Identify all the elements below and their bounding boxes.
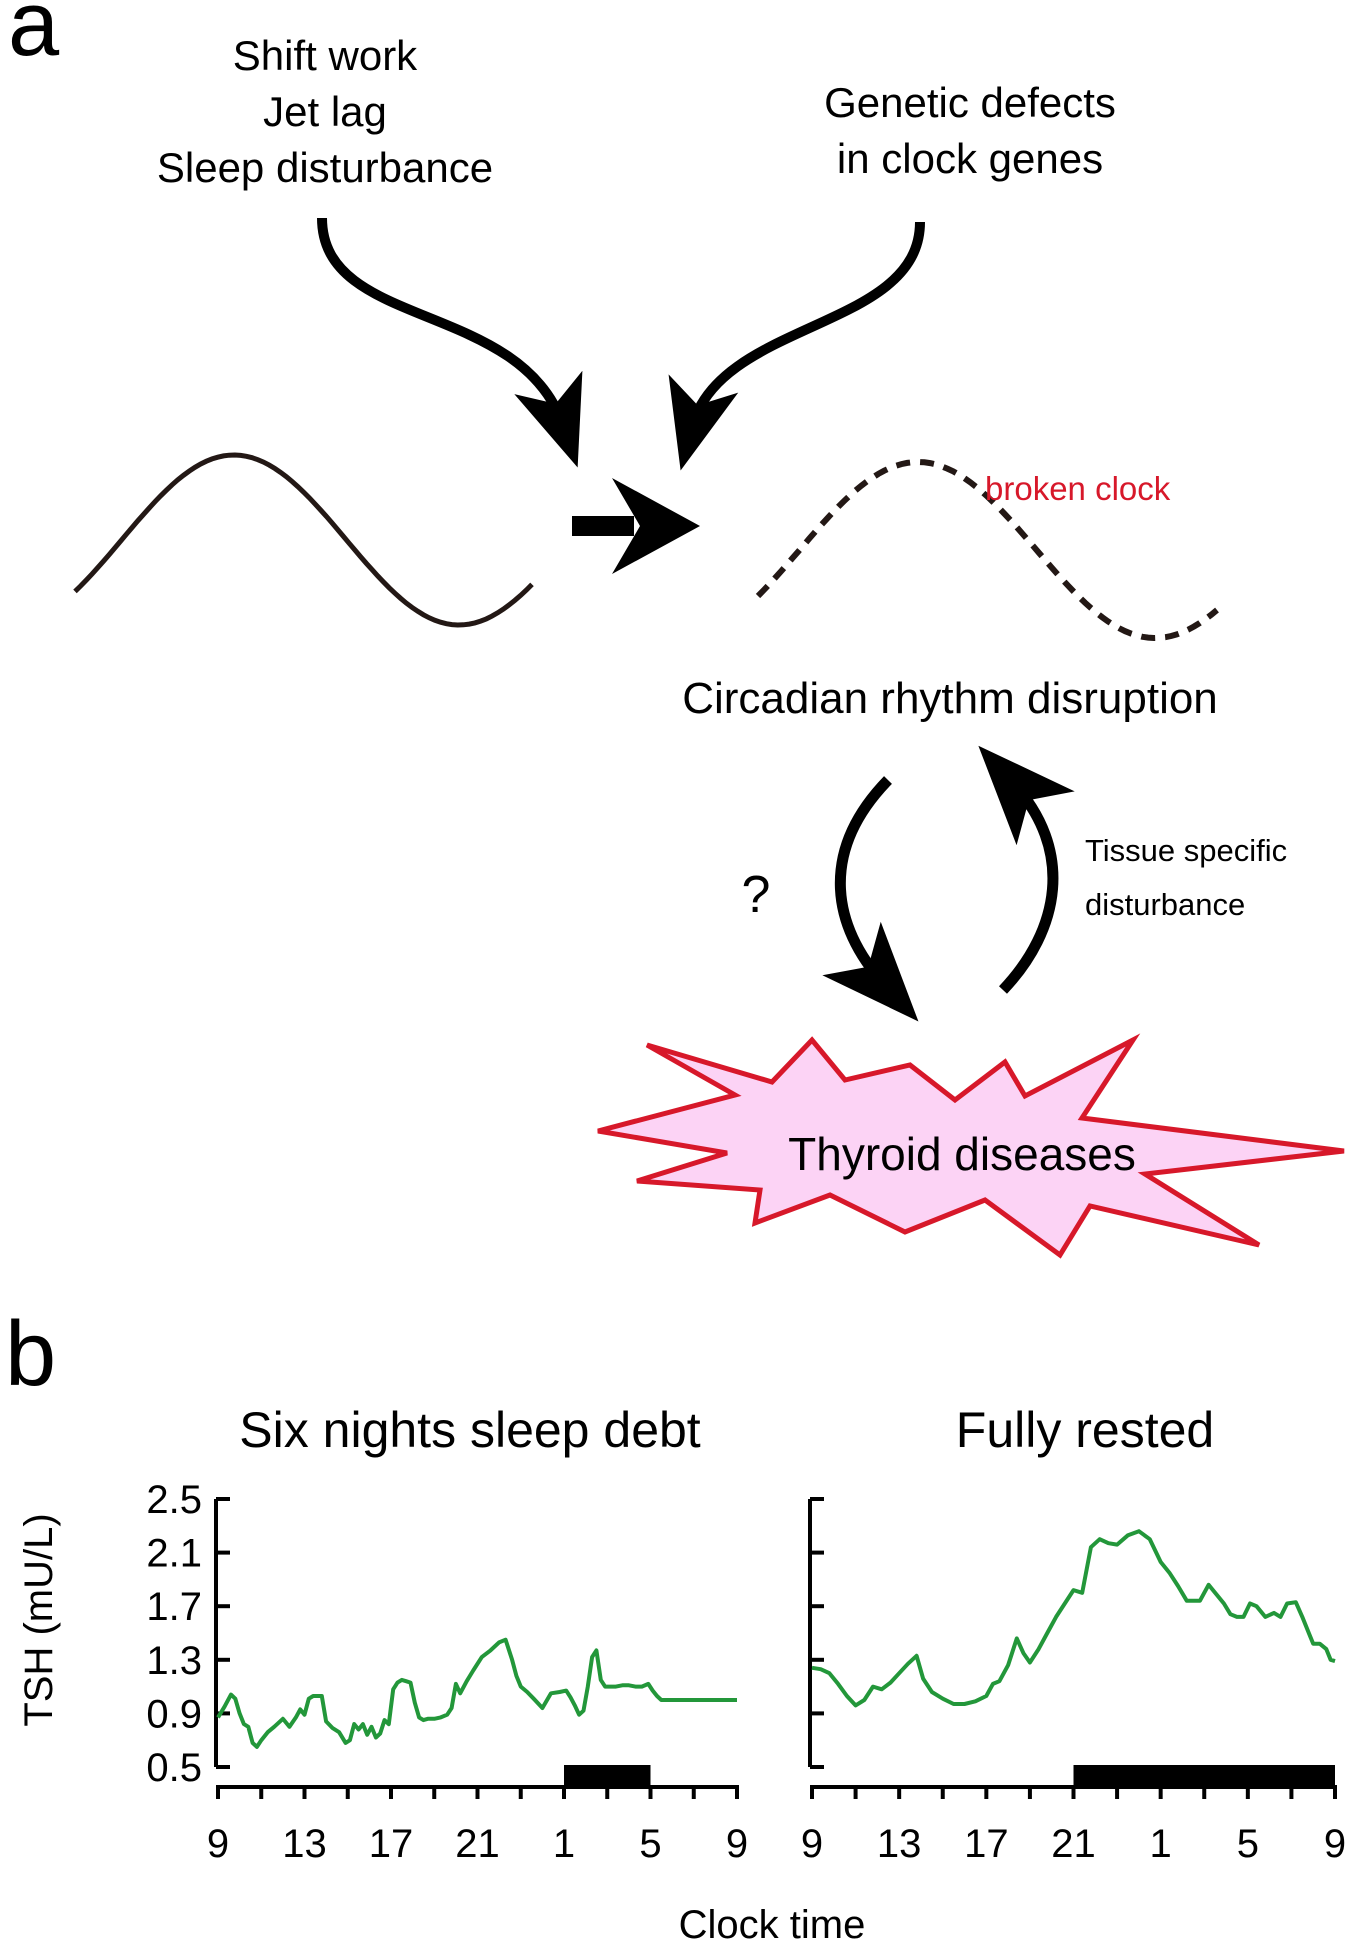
x-tick-label: 21	[1051, 1822, 1096, 1866]
x-axis-title: Clock time	[679, 1903, 866, 1947]
y-tick-label: 0.9	[146, 1692, 202, 1736]
x-tick-label: 9	[1324, 1822, 1346, 1866]
curved-arrow-right-icon	[668, 221, 925, 471]
sleep-period-bar	[1073, 1765, 1335, 1787]
tissue-specific-label: Tissue specific	[1085, 833, 1287, 868]
panel-b: b Six nights sleep debt Fully rested TSH…	[5, 1303, 1346, 1947]
right-chart-title: Fully rested	[956, 1402, 1214, 1458]
disturbance-label: disturbance	[1085, 887, 1245, 922]
broken-clock-wave	[755, 458, 1219, 642]
thyroid-diseases-label: Thyroid diseases	[788, 1128, 1136, 1180]
cause-sleep-disturbance: Sleep disturbance	[157, 144, 493, 191]
question-mark: ?	[742, 866, 771, 924]
x-tick-label: 1	[553, 1822, 575, 1866]
y-tick-label: 2.1	[146, 1532, 202, 1576]
disruption-label: Circadian rhythm disruption	[682, 674, 1218, 723]
x-tick-label: 5	[1237, 1822, 1259, 1866]
x-tick-label: 9	[801, 1822, 823, 1866]
tsh-series-line-fully-rested	[811, 1529, 1336, 1708]
y-tick-label: 1.3	[146, 1639, 202, 1683]
curved-arrow-left-icon	[317, 217, 583, 468]
broken-clock-label: broken clock	[985, 470, 1171, 507]
panel-a: a Shift work Jet lag Sleep disturbance G…	[8, 0, 1345, 1259]
x-tick-label: 13	[877, 1822, 922, 1866]
y-axis-title: TSH (mU/L)	[17, 1513, 61, 1726]
cause-shift-work: Shift work	[233, 32, 418, 79]
x-tick-label: 1	[1150, 1822, 1172, 1866]
cause-clock-genes: in clock genes	[837, 135, 1103, 182]
transition-arrow-icon	[572, 478, 700, 574]
panel-a-label: a	[8, 0, 60, 75]
x-tick-label: 9	[207, 1822, 229, 1866]
thyroid-burst-shape	[597, 1033, 1345, 1259]
x-tick-label: 17	[369, 1822, 414, 1866]
sleep-period-bar	[564, 1765, 651, 1787]
tsh-series-line-sleep-debt	[216, 1637, 737, 1749]
x-tick-label: 21	[455, 1822, 500, 1866]
x-tick-label: 17	[964, 1822, 1009, 1866]
y-tick-label: 0.5	[146, 1746, 202, 1790]
cause-genetic-defects: Genetic defects	[824, 79, 1116, 126]
x-tick-label: 9	[726, 1822, 748, 1866]
y-tick-label: 2.5	[146, 1478, 202, 1522]
thyroid-to-disruption-arrow-icon	[978, 745, 1075, 994]
x-tick-label: 13	[282, 1822, 327, 1866]
y-tick-label: 1.7	[146, 1585, 202, 1629]
disruption-to-thyroid-arrow-icon	[822, 776, 919, 1022]
x-tick-label: 5	[639, 1822, 661, 1866]
cause-jet-lag: Jet lag	[263, 88, 387, 135]
left-chart-title: Six nights sleep debt	[239, 1402, 701, 1458]
healthy-rhythm-wave	[73, 452, 534, 628]
panel-b-label: b	[5, 1303, 56, 1405]
